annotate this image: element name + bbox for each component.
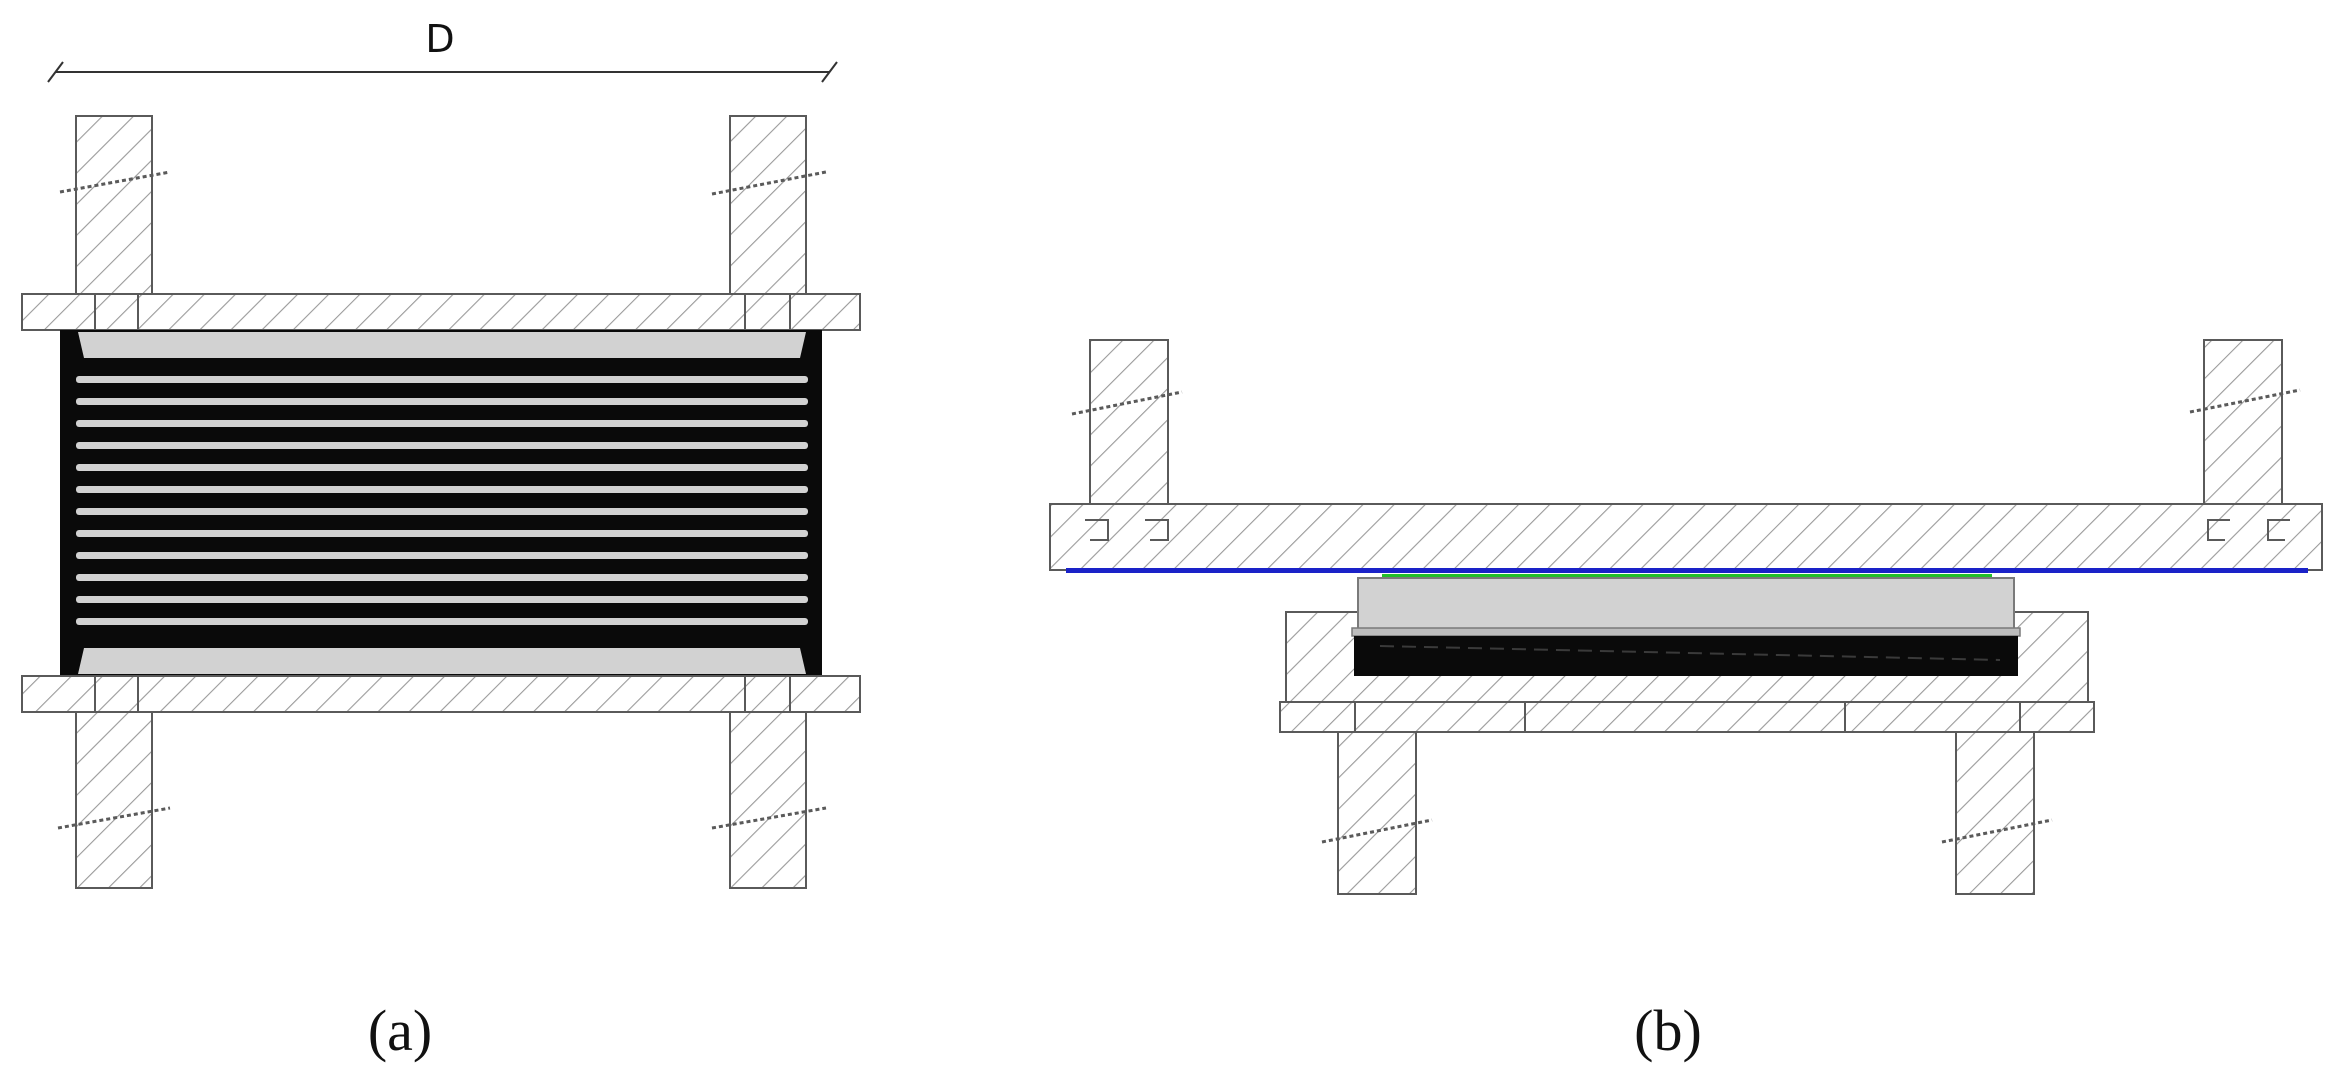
slider-assembly xyxy=(1351,577,2021,676)
top-anchor-bolts-b xyxy=(1071,339,2301,505)
top-anchor-bolts xyxy=(59,115,827,295)
dimension-line-d: D xyxy=(47,17,838,83)
bottom-flange-plate xyxy=(21,675,861,713)
steel-shims xyxy=(76,376,808,625)
bottom-anchor-bolts-b xyxy=(1321,731,2053,895)
caption-b: (b) xyxy=(1634,998,1702,1063)
anchor-bolt xyxy=(1337,731,1417,895)
caption-a: (a) xyxy=(368,998,432,1063)
anchor-bolt xyxy=(1955,731,2035,895)
sliding-surface-layer xyxy=(1066,568,2308,573)
panel-b: (b) xyxy=(1049,339,2323,1063)
bottom-end-plate xyxy=(78,648,806,674)
bottom-anchor-bolts xyxy=(57,711,827,889)
laminated-rubber-bearing xyxy=(60,330,822,676)
anchor-bolt xyxy=(729,115,807,295)
slider-coating-layer xyxy=(1382,574,1992,578)
top-sliding-plate xyxy=(1049,503,2323,571)
top-end-plate xyxy=(78,332,806,358)
anchor-bolt xyxy=(729,711,807,889)
anchor-bolt xyxy=(75,711,153,889)
anchor-bolt xyxy=(2203,339,2283,505)
dimension-label: D xyxy=(425,17,454,61)
anchor-bolt xyxy=(1089,339,1169,505)
panel-a: D xyxy=(21,17,861,1063)
anchor-bolt xyxy=(75,115,153,295)
rubber-core xyxy=(1354,636,2018,676)
top-flange-plate xyxy=(21,293,861,331)
